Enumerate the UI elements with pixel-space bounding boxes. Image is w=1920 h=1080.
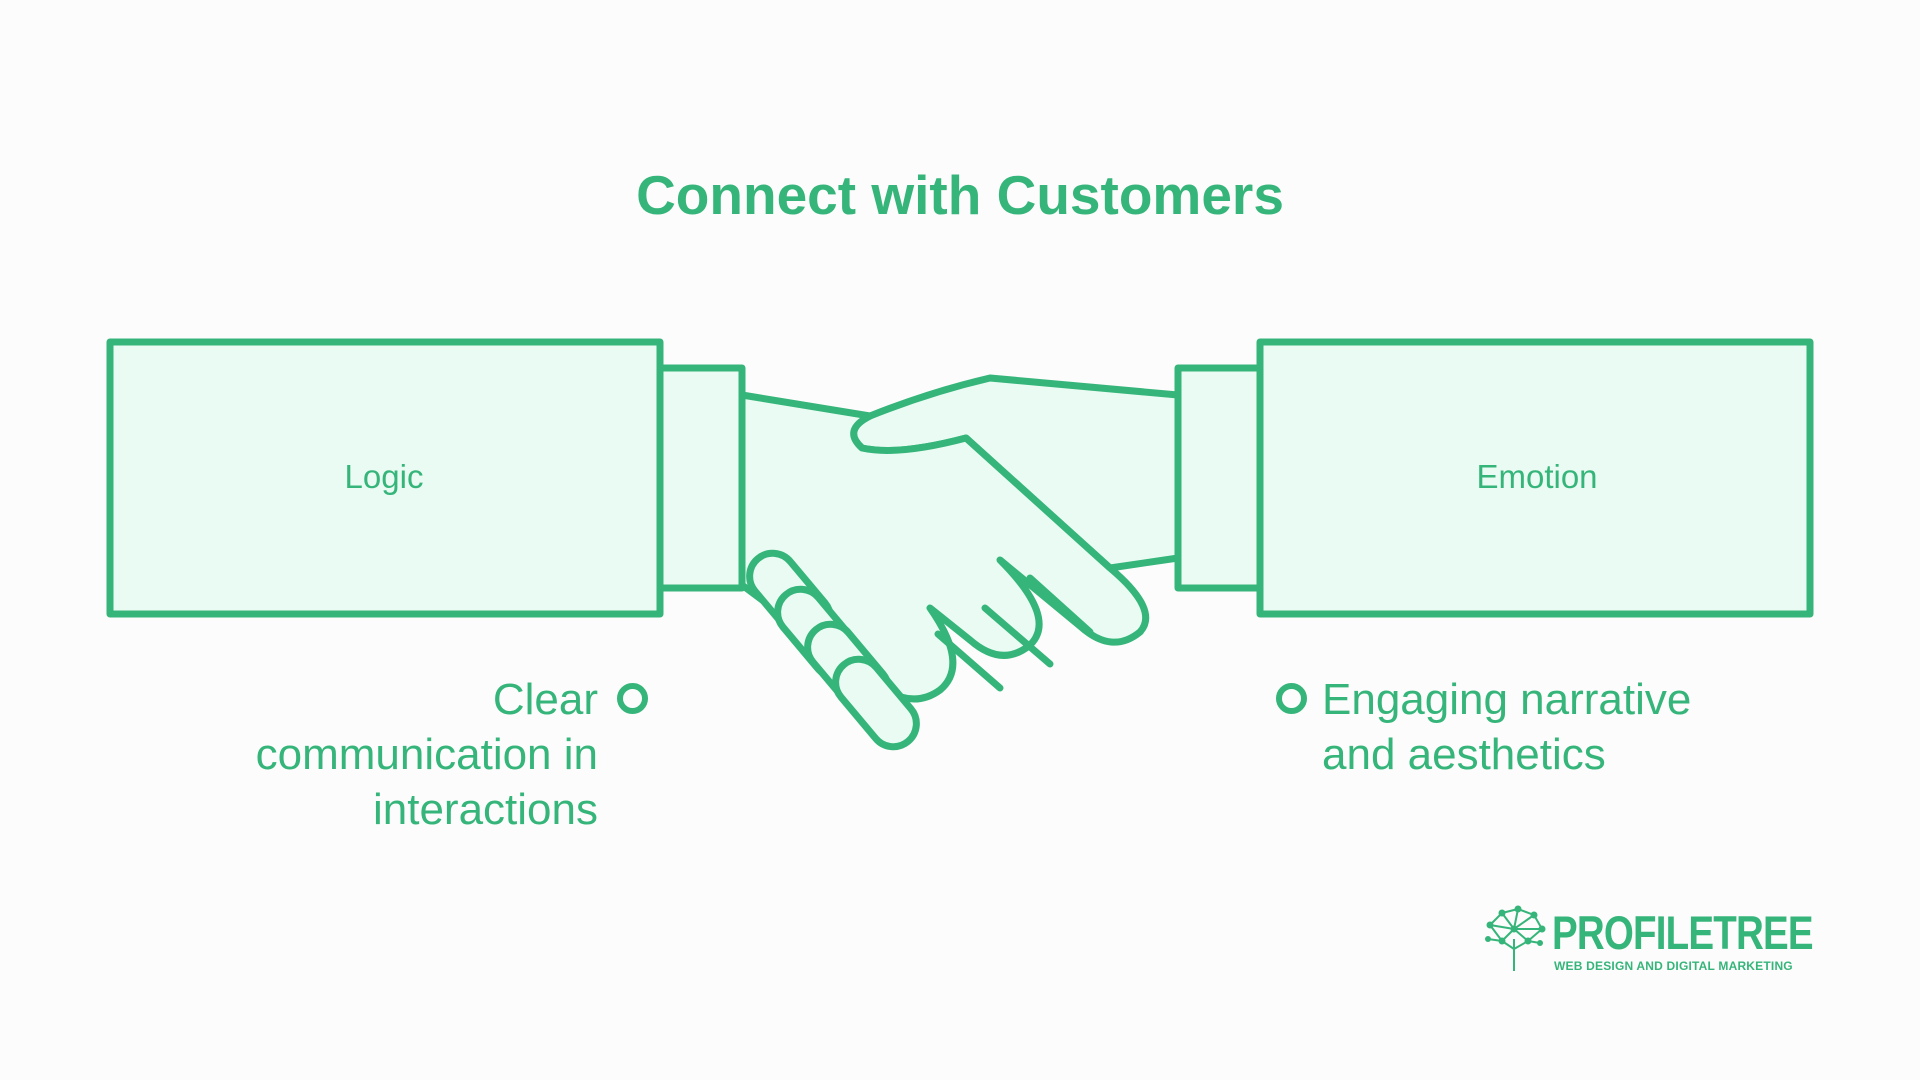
emotion-label: Emotion bbox=[1476, 458, 1598, 495]
page-title: Connect with Customers bbox=[636, 164, 1284, 226]
tree-network-icon bbox=[1485, 905, 1546, 971]
logo-wordmark: PROFILETREE bbox=[1552, 906, 1814, 959]
finger-line bbox=[934, 630, 1004, 692]
finger-line bbox=[981, 604, 1054, 668]
left-cuff bbox=[656, 364, 746, 592]
right-sleeve bbox=[1256, 338, 1814, 618]
finger bbox=[832, 655, 920, 751]
profiletree-logo: PROFILETREE WEB DESIGN AND DIGITAL MARKE… bbox=[1484, 905, 1814, 975]
bullet-dot-icon bbox=[1276, 683, 1307, 714]
emotion-point-text: Engaging narrative and aesthetics bbox=[1322, 675, 1692, 779]
logic-point-text: Clear communication in interactions bbox=[255, 675, 598, 834]
left-sleeve bbox=[106, 338, 664, 618]
finger-line bbox=[1026, 574, 1094, 636]
logo-tagline: WEB DESIGN AND DIGITAL MARKETING bbox=[1554, 959, 1793, 973]
bullet-dot-icon bbox=[617, 683, 648, 714]
logic-label: Logic bbox=[344, 458, 424, 495]
right-cuff bbox=[1174, 364, 1264, 592]
